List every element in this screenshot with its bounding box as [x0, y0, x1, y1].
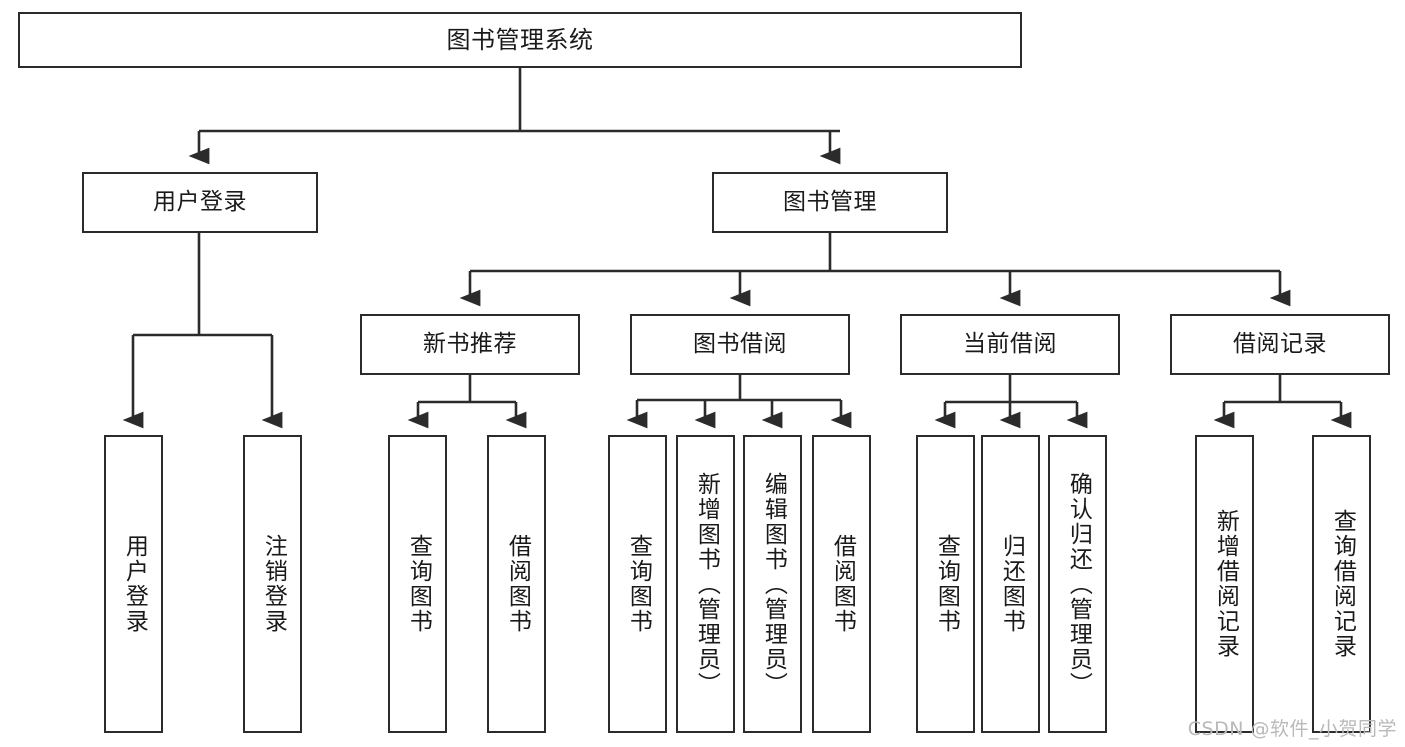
node-leaf-add-borrow-record[interactable]: 新增借阅记录 — [1195, 435, 1254, 733]
node-leaf-user-login[interactable]: 用户登录 — [104, 435, 163, 733]
node-root-book-management-system[interactable]: 图书管理系统 — [18, 12, 1022, 68]
node-user-login-label: 用户登录 — [153, 188, 247, 215]
node-leaf-query-borrow-record-label: 查询借阅记录 — [1329, 509, 1356, 659]
watermark: CSDN @软件_小贺同学 — [1187, 718, 1397, 740]
node-leaf-add-book-admin[interactable]: 新增图书（管理员） — [676, 435, 735, 733]
node-borrow-record[interactable]: 借阅记录 — [1170, 314, 1390, 375]
node-user-login[interactable]: 用户登录 — [82, 172, 318, 233]
node-leaf-recommend-borrow-book-label: 借阅图书 — [504, 534, 531, 634]
node-leaf-borrow-book-label: 借阅图书 — [829, 534, 856, 634]
node-leaf-logout[interactable]: 注销登录 — [243, 435, 302, 733]
node-leaf-confirm-return-admin-label: 确认归还（管理员） — [1065, 471, 1092, 697]
node-root-label: 图书管理系统 — [446, 25, 594, 54]
node-book-borrow-label: 图书借阅 — [693, 330, 787, 357]
node-leaf-recommend-borrow-book[interactable]: 借阅图书 — [487, 435, 546, 733]
node-borrow-record-label: 借阅记录 — [1233, 330, 1327, 357]
node-book-borrow[interactable]: 图书借阅 — [630, 314, 850, 375]
node-current-borrow[interactable]: 当前借阅 — [900, 314, 1120, 375]
node-leaf-logout-label: 注销登录 — [260, 534, 287, 634]
node-leaf-recommend-query-book-label: 查询图书 — [405, 534, 432, 634]
node-current-borrow-label: 当前借阅 — [963, 330, 1057, 357]
node-new-book-recommend[interactable]: 新书推荐 — [360, 314, 580, 375]
node-leaf-current-query-book[interactable]: 查询图书 — [916, 435, 975, 733]
node-leaf-query-borrow-record[interactable]: 查询借阅记录 — [1312, 435, 1371, 733]
node-book-management-label: 图书管理 — [783, 188, 877, 215]
node-leaf-borrow-query-book-label: 查询图书 — [625, 534, 652, 634]
node-leaf-recommend-query-book[interactable]: 查询图书 — [388, 435, 447, 733]
node-leaf-confirm-return-admin[interactable]: 确认归还（管理员） — [1048, 435, 1107, 733]
node-leaf-borrow-book[interactable]: 借阅图书 — [812, 435, 871, 733]
node-leaf-borrow-query-book[interactable]: 查询图书 — [608, 435, 667, 733]
node-leaf-edit-book-admin[interactable]: 编辑图书（管理员） — [743, 435, 802, 733]
node-leaf-return-book-label: 归还图书 — [998, 534, 1025, 634]
node-leaf-user-login-label: 用户登录 — [121, 534, 148, 634]
node-leaf-edit-book-admin-label: 编辑图书（管理员） — [760, 471, 787, 697]
node-leaf-add-borrow-record-label: 新增借阅记录 — [1212, 509, 1239, 659]
node-leaf-add-book-admin-label: 新增图书（管理员） — [693, 471, 720, 697]
node-leaf-return-book[interactable]: 归还图书 — [981, 435, 1040, 733]
node-new-book-recommend-label: 新书推荐 — [423, 330, 517, 357]
node-book-management[interactable]: 图书管理 — [712, 172, 948, 233]
node-leaf-current-query-book-label: 查询图书 — [933, 534, 960, 634]
